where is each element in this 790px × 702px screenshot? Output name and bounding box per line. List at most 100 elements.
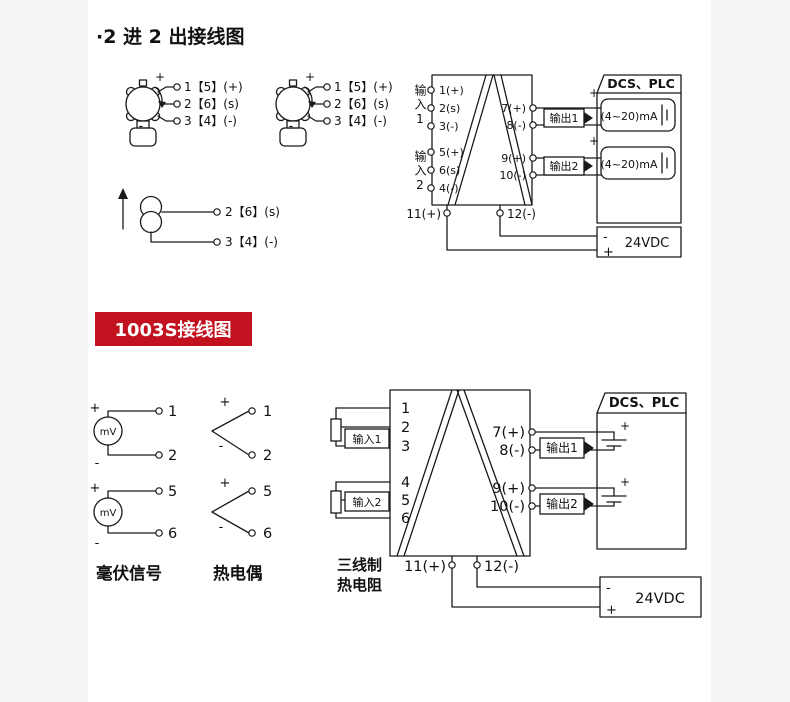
psu1-label: 24VDC	[625, 236, 670, 251]
cs-terminal-label-1: 3【4】(-)	[225, 235, 278, 249]
iso2-left-terminal-3: 4	[401, 475, 410, 491]
mv1-minus-sign: -	[95, 456, 100, 471]
transmitter2-wires	[307, 86, 325, 122]
iso1-bottom-terminal-1: 12(-)	[507, 207, 536, 221]
output1-tag-label: 输出1	[550, 111, 579, 125]
dcs1-plus-sign-2: +	[589, 134, 599, 148]
terminal-dot	[213, 208, 221, 216]
rtd-input2-tag	[344, 491, 390, 512]
terminal-dot	[248, 487, 256, 495]
thermocouple-icon-1	[211, 410, 250, 456]
page-margin-right	[711, 0, 790, 702]
mv-terminal-2: 5	[168, 484, 177, 500]
terminal-dot	[427, 122, 435, 130]
arrow-right-icon	[584, 160, 593, 172]
rtd-input1-tag	[344, 428, 390, 449]
terminal-dot	[427, 184, 435, 192]
terminal-dot	[173, 117, 181, 125]
dcs2-plus-sign-2: +	[620, 475, 630, 489]
rtd-element-icon	[330, 490, 342, 514]
iso1-right-terminal-3: 10(-)	[499, 169, 526, 182]
t1-plus-sign: +	[155, 70, 165, 84]
dcs2-title: DCS、PLC	[609, 396, 679, 411]
arrow-right-icon	[584, 497, 594, 511]
dcs2-plus-sign-1: +	[620, 419, 630, 433]
output1-tag-label: 输出1	[546, 440, 578, 455]
t2-minus-sign: -	[289, 119, 294, 134]
psu2-label: 24VDC	[635, 591, 685, 607]
dcs-box-1	[596, 74, 682, 224]
iso2-bottom-terminal-1: 12(-)	[484, 559, 519, 575]
mv1-symbol: mV	[100, 427, 117, 438]
tc-label: 热电偶	[213, 563, 263, 583]
terminal-dot	[529, 171, 537, 179]
iso2-right-terminal-0: 7(+)	[492, 425, 525, 441]
terminal-dot	[529, 154, 537, 162]
tc-terminal-3: 6	[263, 526, 272, 542]
iso1-bottom-terminal-0: 11(+)	[406, 207, 441, 221]
terminal-dot	[496, 209, 504, 217]
iso2-right-terminal-3: 10(-)	[490, 499, 525, 515]
arrow-right-icon	[584, 441, 594, 455]
page-margin-left	[0, 0, 88, 702]
t2-plus-sign: +	[305, 70, 315, 84]
psu1-minus: -	[603, 230, 608, 245]
iso2-left-terminal-2: 3	[401, 439, 410, 455]
dcs1-loop2-label: (4~20)mA	[600, 158, 658, 171]
psu1-plus: +	[603, 245, 614, 260]
current-source-icon	[118, 188, 215, 243]
mv-terminal-1: 2	[168, 448, 177, 464]
badge-1003s-label: 1003S接线图	[114, 319, 231, 341]
t2-terminal-label-1: 2【6】(s)	[334, 97, 389, 111]
t1-terminal-label-1: 2【6】(s)	[184, 97, 239, 111]
dcs1-plus-sign-1: +	[589, 86, 599, 100]
mv2-symbol: mV	[100, 508, 117, 519]
terminal-dot	[443, 209, 451, 217]
rtd-element-icon	[330, 418, 342, 442]
tc1-minus-sign: -	[219, 439, 224, 454]
isolator-module-2	[389, 389, 531, 563]
terminal-dot	[173, 100, 181, 108]
iso1-left-terminal-0: 1(+)	[439, 84, 464, 97]
mv1-plus-sign: +	[90, 401, 101, 416]
rtd-label-line1: 三线制	[337, 556, 382, 574]
iso1-left-terminal-1: 2(s)	[439, 102, 460, 115]
terminal-dot	[528, 428, 536, 436]
terminal-dot	[448, 561, 456, 569]
mv-source-icon-2	[93, 490, 157, 534]
tc2-minus-sign: -	[219, 520, 224, 535]
rtd-input2-label: 输入2	[353, 495, 382, 509]
psu2-minus: -	[606, 581, 611, 596]
terminal-dot	[473, 561, 481, 569]
tc-terminal-1: 2	[263, 448, 272, 464]
rtd-input1-label: 输入1	[353, 432, 382, 446]
t1-terminal-label-0: 1【5】(+)	[184, 80, 243, 94]
t2-terminal-label-2: 3【4】(-)	[334, 114, 387, 128]
mv2-plus-sign: +	[90, 481, 101, 496]
iso2-bottom-terminal-0: 11(+)	[404, 559, 446, 575]
mv-label: 毫伏信号	[96, 563, 162, 583]
output2-tag-label: 输出2	[546, 496, 578, 511]
mv2-minus-sign: -	[95, 536, 100, 551]
terminal-dot	[528, 484, 536, 492]
t1-minus-sign: -	[139, 119, 144, 134]
terminal-dot	[155, 529, 163, 537]
tc2-plus-sign: +	[220, 476, 231, 491]
terminal-dot	[529, 121, 537, 129]
terminal-dot	[323, 83, 331, 91]
section1-title: ·2 进 2 出接线图	[96, 25, 245, 48]
terminal-dot	[323, 117, 331, 125]
output2-tag-label: 输出2	[550, 159, 579, 173]
iso1-left-terminal-4: 6(s)	[439, 164, 460, 177]
terminal-dot	[323, 100, 331, 108]
isolator-module-1	[431, 74, 533, 211]
terminal-dot	[213, 238, 221, 246]
thermocouple-icon-2	[211, 490, 250, 534]
terminal-dot	[528, 502, 536, 510]
tc1-plus-sign: +	[220, 395, 231, 410]
mv-source-icon-1	[93, 410, 157, 456]
iso2-left-terminal-0: 1	[401, 401, 410, 417]
iso2-right-terminal-1: 8(-)	[499, 443, 525, 459]
transmitter1-wires	[157, 86, 175, 122]
